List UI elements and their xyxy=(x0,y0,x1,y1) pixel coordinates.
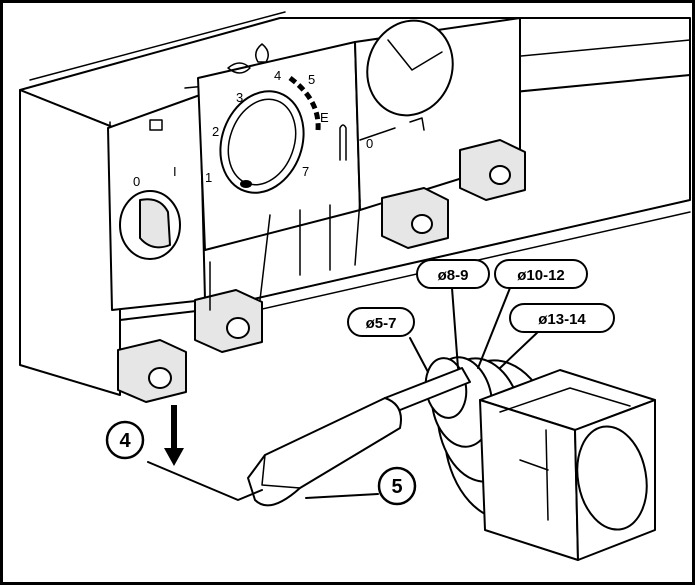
tool-handle-edge xyxy=(261,454,301,489)
gland-opening xyxy=(576,425,648,531)
switch-symbol xyxy=(149,119,163,131)
leader-step5 xyxy=(305,493,379,499)
switch-off-label: 0 xyxy=(133,174,140,189)
leader-s3 xyxy=(477,287,511,369)
housing-front xyxy=(19,89,121,396)
size-label-s2: ø8-9 xyxy=(416,259,490,289)
step-callout-4-text: 4 xyxy=(119,430,131,452)
switch-lever xyxy=(139,198,171,249)
socket-3-hole xyxy=(411,214,433,234)
dial-indicator xyxy=(240,180,252,188)
second-dial xyxy=(359,19,454,141)
leader-s1 xyxy=(409,337,429,373)
second-dial-tick xyxy=(359,117,425,141)
dial-label-5: 5 xyxy=(308,72,315,87)
size-label-s4-text: ø13-14 xyxy=(538,311,586,328)
gland-body-edges xyxy=(499,387,631,521)
size-label-s1-text: ø5-7 xyxy=(366,315,397,332)
second-dial-segment xyxy=(387,39,443,71)
leader-s4 xyxy=(499,329,541,369)
size-label-s4: ø13-14 xyxy=(509,303,615,333)
dial-label-2: 2 xyxy=(212,124,219,139)
dial-label-e: E xyxy=(320,110,329,125)
dial-label-3: 3 xyxy=(236,90,243,105)
leader-step4 xyxy=(147,461,263,501)
switch-on-label: I xyxy=(173,164,177,179)
dial-scale-arc xyxy=(288,75,321,131)
panel-slots xyxy=(209,199,361,311)
step-callout-4: 4 xyxy=(105,420,145,460)
leader-s2 xyxy=(451,287,459,369)
tap-icon xyxy=(227,62,251,74)
power-switch: 0 I xyxy=(119,119,181,260)
socket-2-hole xyxy=(226,317,250,339)
dial-label-4: 4 xyxy=(274,68,281,83)
dial-label-7: 7 xyxy=(302,164,309,179)
socket-4-hole xyxy=(489,165,511,185)
socket-2 xyxy=(194,289,263,353)
arrow-down-icon xyxy=(164,448,184,466)
size-label-s2-text: ø8-9 xyxy=(438,267,469,284)
socket-1-hole xyxy=(148,367,172,389)
step-callout-5-text: 5 xyxy=(391,476,402,498)
step-callout-5: 5 xyxy=(377,466,417,506)
size-label-s1: ø5-7 xyxy=(347,307,415,337)
size-label-s3-text: ø10-12 xyxy=(517,267,565,284)
temperature-dial: 1 2 3 4 5 E 7 0 xyxy=(205,43,373,194)
screwdriver-tool xyxy=(247,367,471,507)
dial-knob xyxy=(219,90,305,194)
size-label-s3: ø10-12 xyxy=(494,259,588,289)
dial-label-0: 0 xyxy=(366,136,373,151)
dial-label-1: 1 xyxy=(205,170,212,185)
callout-lines xyxy=(147,287,541,501)
thermometer-icon xyxy=(339,124,347,161)
flame-icon xyxy=(255,43,269,63)
